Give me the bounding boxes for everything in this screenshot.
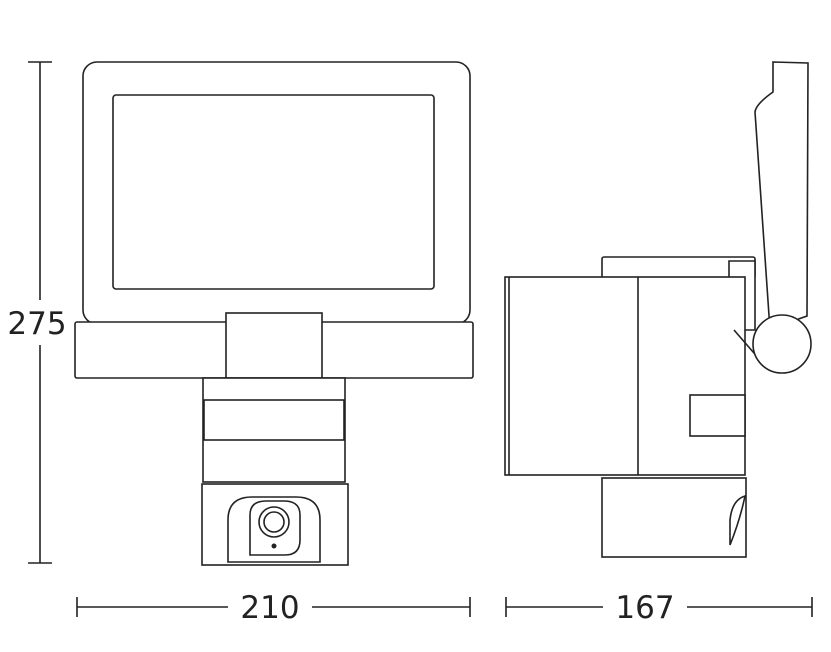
panel-side [754, 61, 809, 331]
width-dimension: 210 [76, 590, 471, 626]
depth-label: 167 [615, 590, 674, 626]
camera-base-side [601, 477, 747, 558]
height-dimension: 275 [7, 61, 67, 564]
camera-lens-icon [263, 511, 285, 533]
side-view [504, 61, 812, 558]
depth-dimension: 167 [505, 590, 813, 626]
sensor-dot-icon [271, 543, 277, 549]
pivot-joint [752, 314, 812, 374]
mount-block [225, 312, 323, 379]
camera-side-lens [729, 494, 747, 546]
height-label: 275 [7, 306, 66, 342]
column-band [203, 399, 345, 441]
light-lens [112, 94, 435, 290]
main-body [504, 276, 746, 476]
width-label: 210 [240, 590, 299, 626]
side-slot [689, 394, 746, 437]
front-view [74, 61, 474, 566]
